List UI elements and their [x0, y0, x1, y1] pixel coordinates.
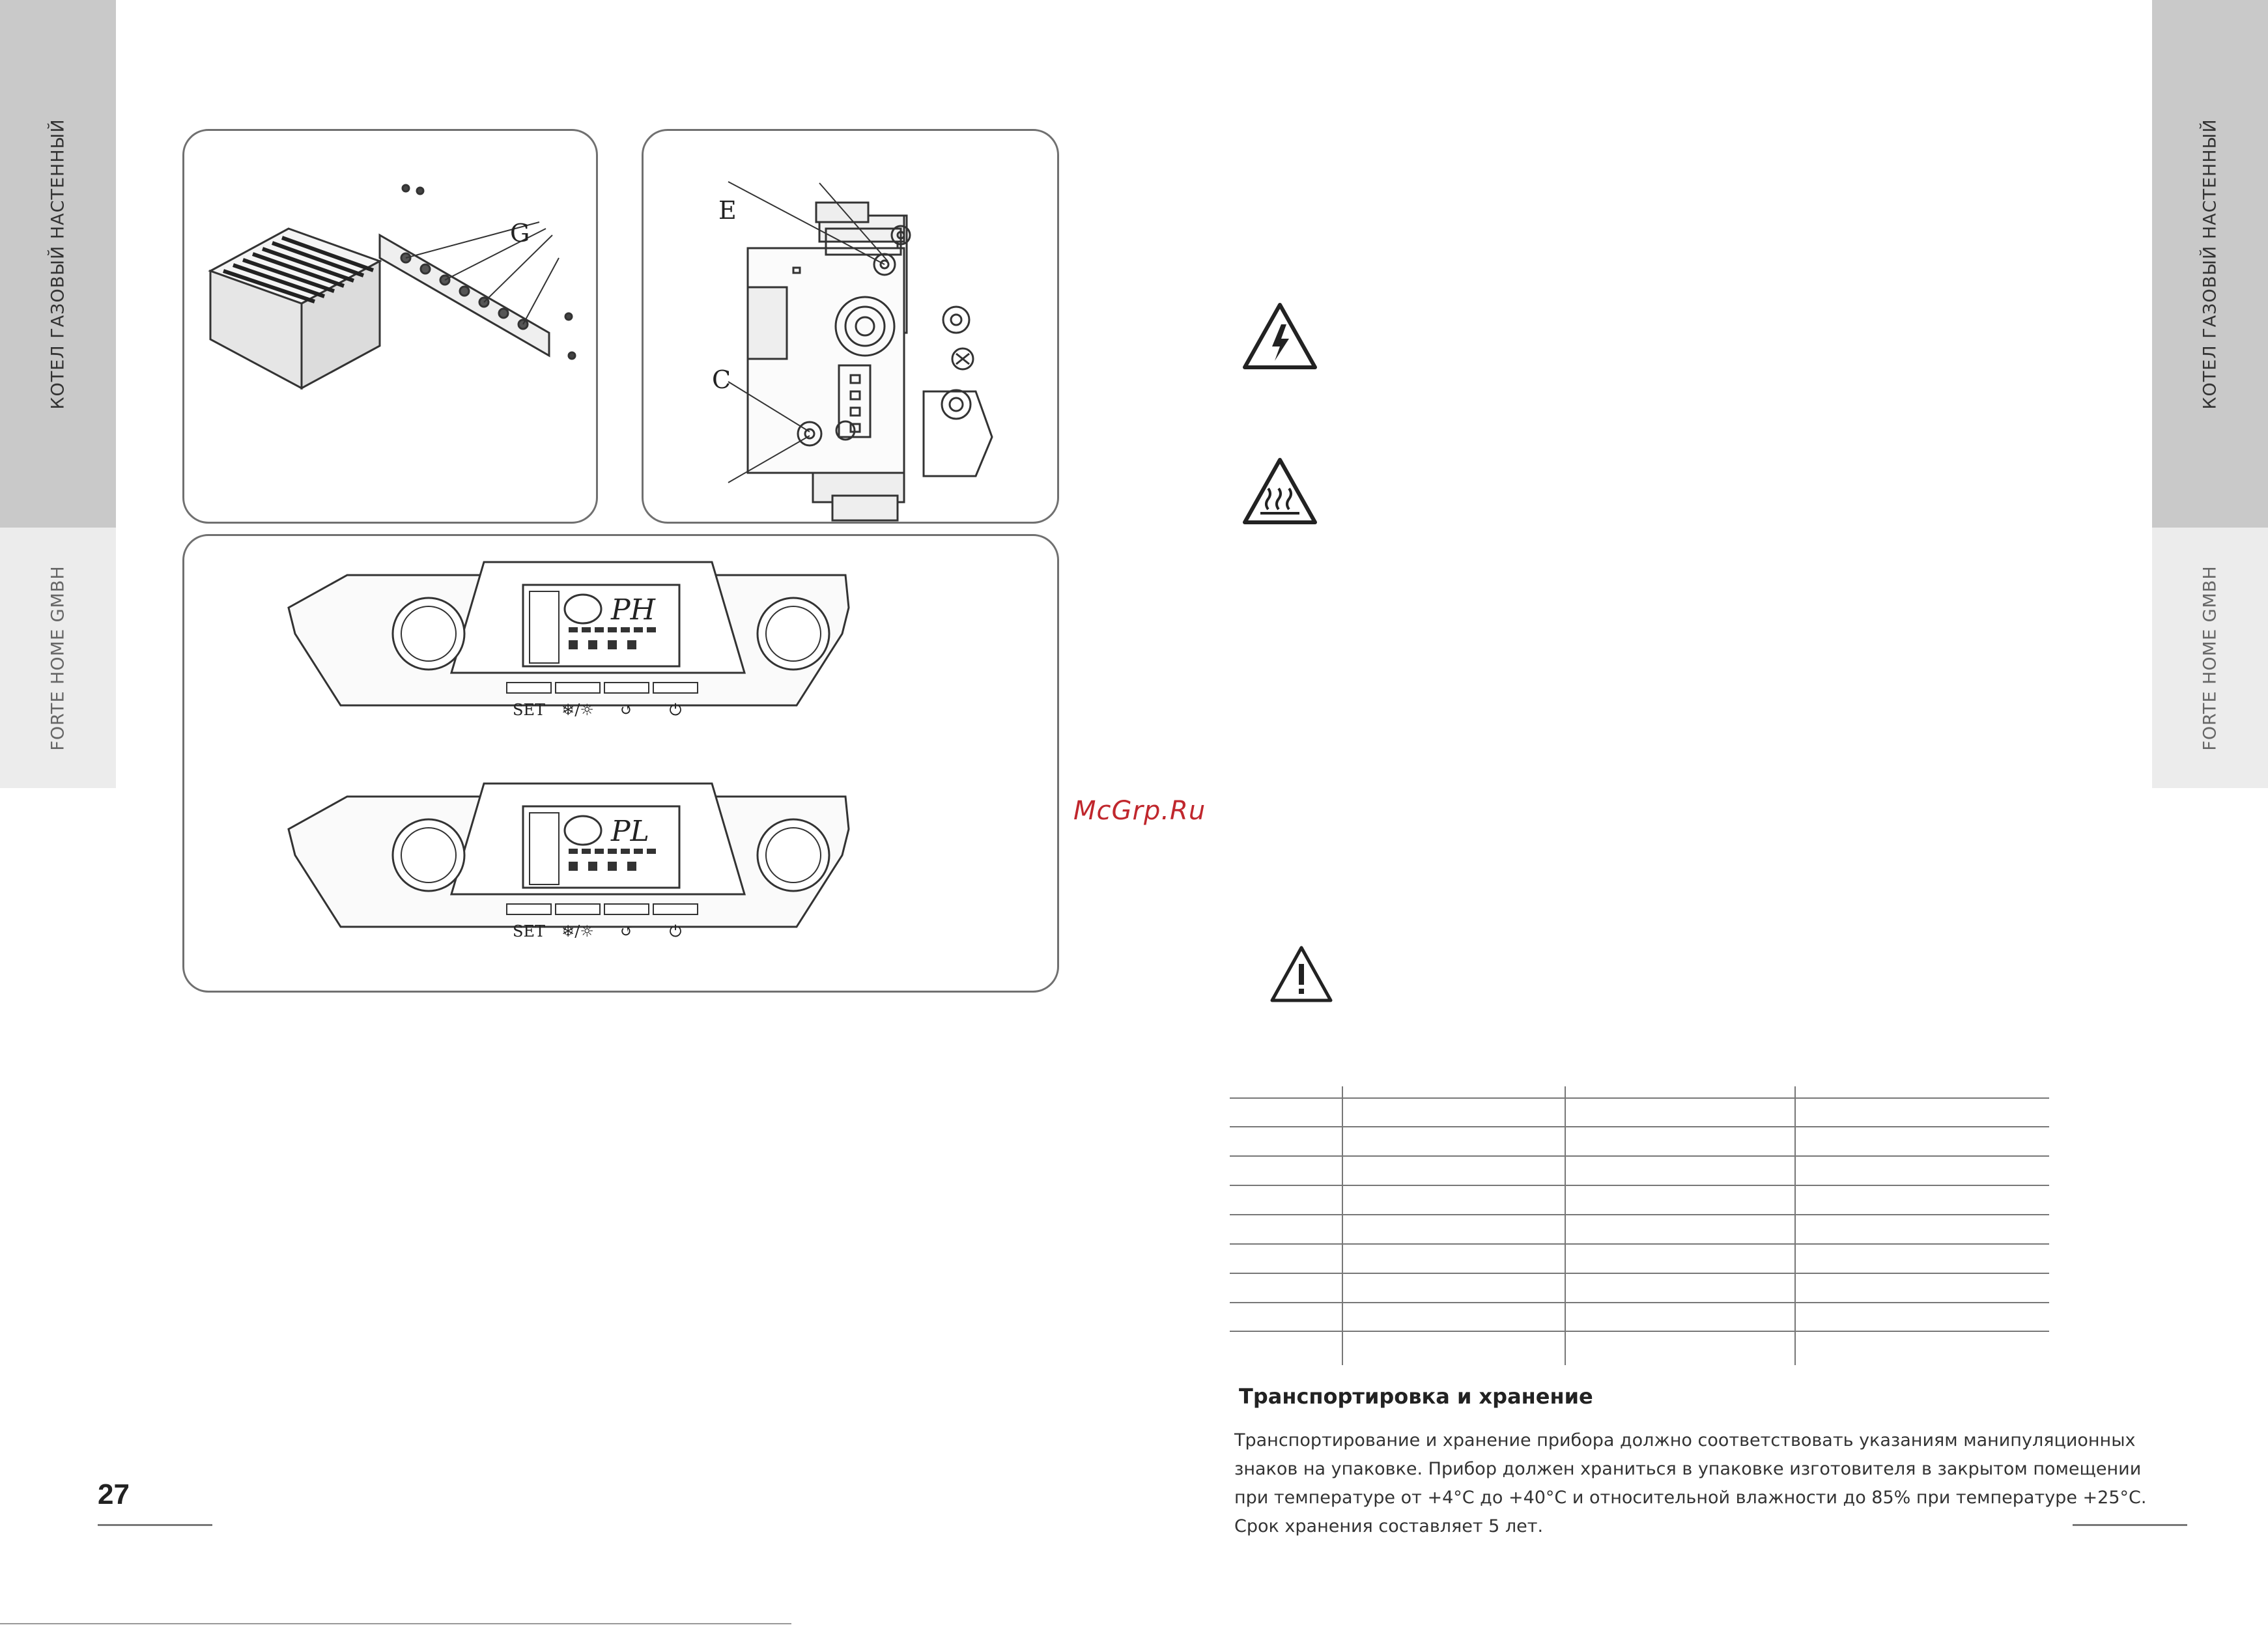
right-side-tab-title-text: КОТЕЛ ГАЗОВЫЙ НАСТЕННЫЙ — [2200, 118, 2220, 410]
panel-top-button-reset: ↺ — [620, 701, 633, 719]
gas-valve-figure: E C — [642, 129, 1059, 524]
specification-table — [1230, 1086, 2049, 1365]
panel-bottom-button-set: SET — [513, 922, 545, 940]
page-rule-right — [2073, 1524, 2187, 1526]
section-paragraph: Транспортирование и хранение прибора дол… — [1234, 1426, 2147, 1541]
left-side-tab-brand-text: FORTE HOME GMBH — [48, 565, 68, 751]
paragraph-line: при температуре от +4°С до +40°С и относ… — [1234, 1488, 2147, 1508]
panel-bottom-button-mode: ❄/☼ — [561, 922, 594, 940]
panel-top-button-set: SET — [513, 701, 545, 719]
right-side-tab-brand-text: FORTE HOME GMBH — [2200, 565, 2220, 751]
paragraph-line: Транспортирование и хранение прибора дол… — [1234, 1430, 2136, 1450]
burner-label-g: G — [510, 219, 530, 247]
panel-top-button-power: ⏻ — [670, 701, 682, 719]
page-number-rule-left — [98, 1524, 212, 1526]
control-panels-figure: PH SET ❄/☼ ↺ ⏻ — [182, 534, 1059, 993]
display-code-bottom: PL — [610, 815, 649, 848]
right-side-tab-title: КОТЕЛ ГАЗОВЫЙ НАСТЕННЫЙ — [2152, 0, 2268, 528]
panel-bottom-button-reset: ↺ — [620, 922, 633, 940]
control-panels-drawing: PH SET ❄/☼ ↺ ⏻ — [287, 561, 850, 940]
valve-label-c: C — [712, 365, 731, 394]
burner-drawing: G — [208, 184, 576, 390]
panel-bottom-button-power: ⏻ — [670, 922, 682, 940]
display-code-top: PH — [610, 593, 657, 627]
control-panel-bottom: PL SET ❄/☼ ↺ ⏻ — [287, 782, 850, 940]
electric-hazard-icon — [1243, 303, 1317, 369]
section-heading: Транспортировка и хранение — [1239, 1384, 1593, 1409]
paragraph-line: знаков на упаковке. Прибор должен хранит… — [1234, 1459, 2142, 1479]
valve-label-e: E — [718, 196, 737, 225]
paragraph-line: Срок хранения составляет 5 лет. — [1234, 1516, 1544, 1536]
general-warning-icon — [1270, 946, 1333, 1002]
control-panel-top: PH SET ❄/☼ ↺ ⏻ — [287, 561, 850, 719]
page-number: 27 — [98, 1478, 130, 1510]
left-side-tab-title-text: КОТЕЛ ГАЗОВЫЙ НАСТЕННЫЙ — [48, 118, 68, 410]
gas-valve-drawing: E C — [712, 181, 993, 522]
left-side-tab-brand: FORTE HOME GMBH — [0, 528, 116, 788]
panel-top-button-mode: ❄/☼ — [561, 701, 594, 719]
watermark-link[interactable]: McGrp.Ru — [1073, 796, 1206, 826]
left-side-tab-title: КОТЕЛ ГАЗОВЫЙ НАСТЕННЫЙ — [0, 0, 116, 528]
page-bottom-rule — [0, 1623, 791, 1624]
burner-figure: G — [182, 129, 598, 524]
hot-surface-icon — [1243, 458, 1317, 524]
right-side-tab-brand: FORTE HOME GMBH — [2152, 528, 2268, 788]
